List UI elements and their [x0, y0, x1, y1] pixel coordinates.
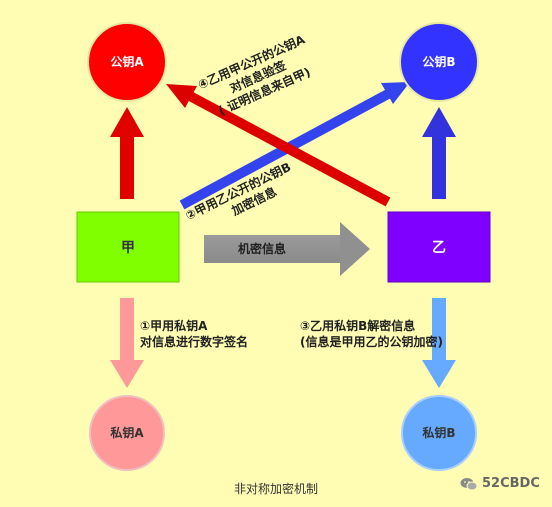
step1-line1: ①甲用私钥A — [140, 319, 208, 333]
watermark-text: 52CBDC — [482, 476, 540, 491]
arrow-jia-to-yi — [204, 222, 370, 276]
node-jia: 甲 — [76, 211, 180, 283]
node-private-key-a: 私钥A — [89, 395, 165, 471]
step3-line2: (信息是甲用乙的公钥加密) — [300, 335, 443, 349]
node-jia-label: 甲 — [121, 240, 135, 256]
node-public-key-b: 公钥B — [399, 22, 479, 102]
arrow-jia-to-pubB-diagonal — [179, 82, 410, 210]
node-public-key-a-label: 公钥A — [110, 54, 144, 69]
middle-arrow-label: 机密信息 — [238, 241, 286, 256]
arrow-jia-to-pubA — [110, 107, 144, 199]
node-private-key-b-label: 私钥B — [421, 425, 455, 440]
node-public-key-a: 公钥A — [87, 22, 167, 102]
node-public-key-b-label: 公钥B — [422, 54, 455, 69]
arrow-yi-to-pubA-diagonal — [166, 84, 391, 207]
arrow-yi-to-pubB — [422, 107, 456, 199]
step1-annotation: ①甲用私钥A 对信息进行数字签名 — [140, 318, 248, 350]
watermark: 52CBDC — [460, 476, 540, 491]
node-private-key-a-label: 私钥A — [109, 425, 144, 440]
diagram-caption: 非对称加密机制 — [233, 482, 318, 496]
step3-annotation: ③乙用私钥B解密信息 (信息是甲用乙的公钥加密) — [300, 318, 443, 350]
arrow-jia-to-privA — [110, 298, 144, 388]
node-yi: 乙 — [387, 211, 491, 283]
node-private-key-b: 私钥B — [401, 395, 477, 471]
step3-line1: ③乙用私钥B解密信息 — [300, 319, 416, 333]
arrow-yi-to-privB — [422, 298, 456, 388]
node-yi-label: 乙 — [432, 240, 446, 256]
step1-line2: 对信息进行数字签名 — [140, 335, 249, 349]
wechat-icon — [460, 477, 478, 491]
